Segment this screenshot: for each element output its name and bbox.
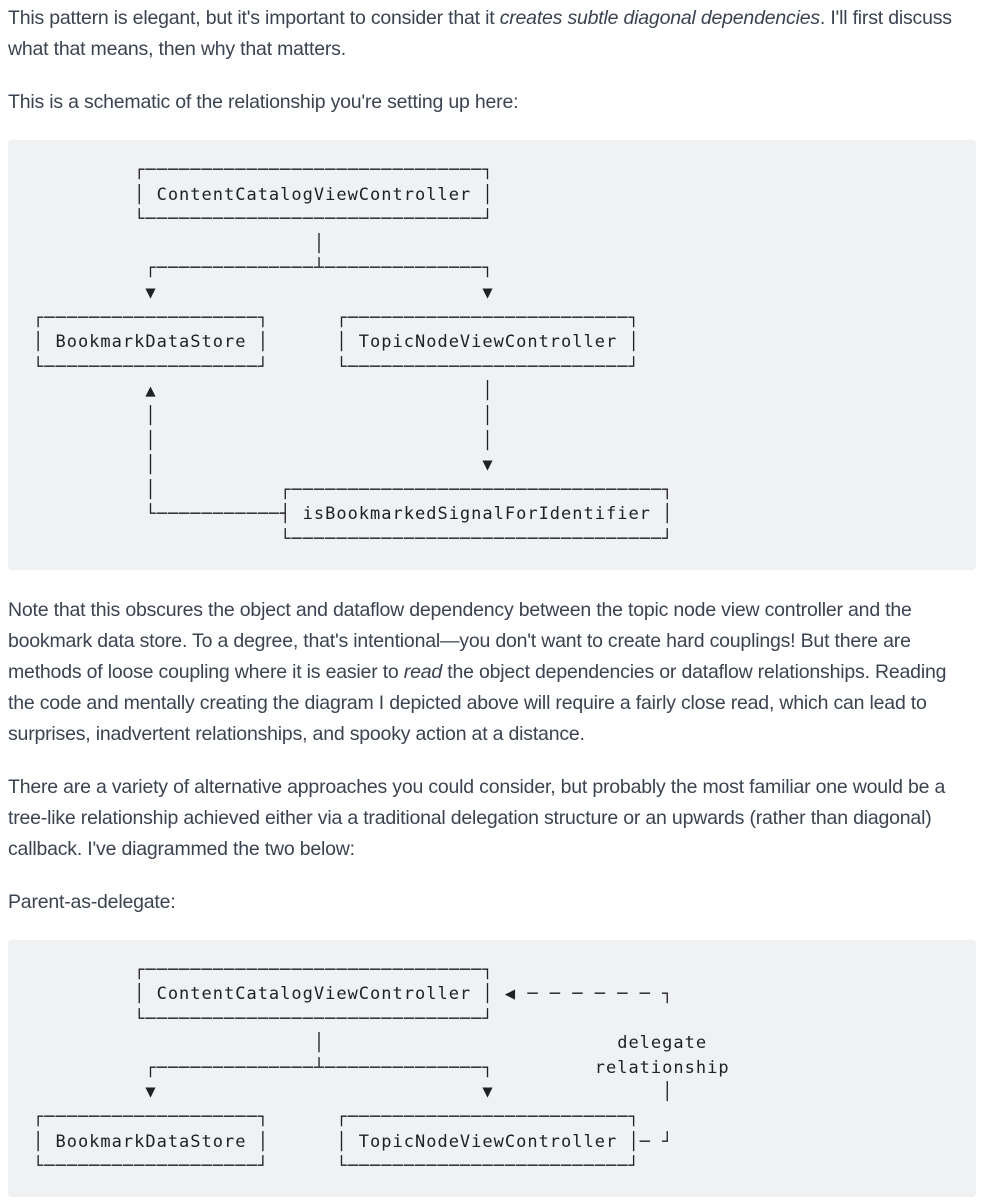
- diagram-diagonal-dependencies: ┌──────────────────────────────┐ │ Conte…: [8, 140, 976, 570]
- paragraph-note: Note that this obscures the object and d…: [8, 598, 947, 745]
- paragraph-schematic-lead: This is a schematic of the relationship …: [8, 91, 519, 113]
- paragraph-intro: This pattern is elegant, but it's import…: [8, 7, 952, 60]
- paragraph-parent-as-delegate-label: Parent-as-delegate:: [8, 890, 176, 913]
- diagram-parent-as-delegate: ┌──────────────────────────────┐ │ Conte…: [8, 939, 976, 1197]
- paragraph-alternatives: There are a variety of alternative appro…: [8, 775, 946, 860]
